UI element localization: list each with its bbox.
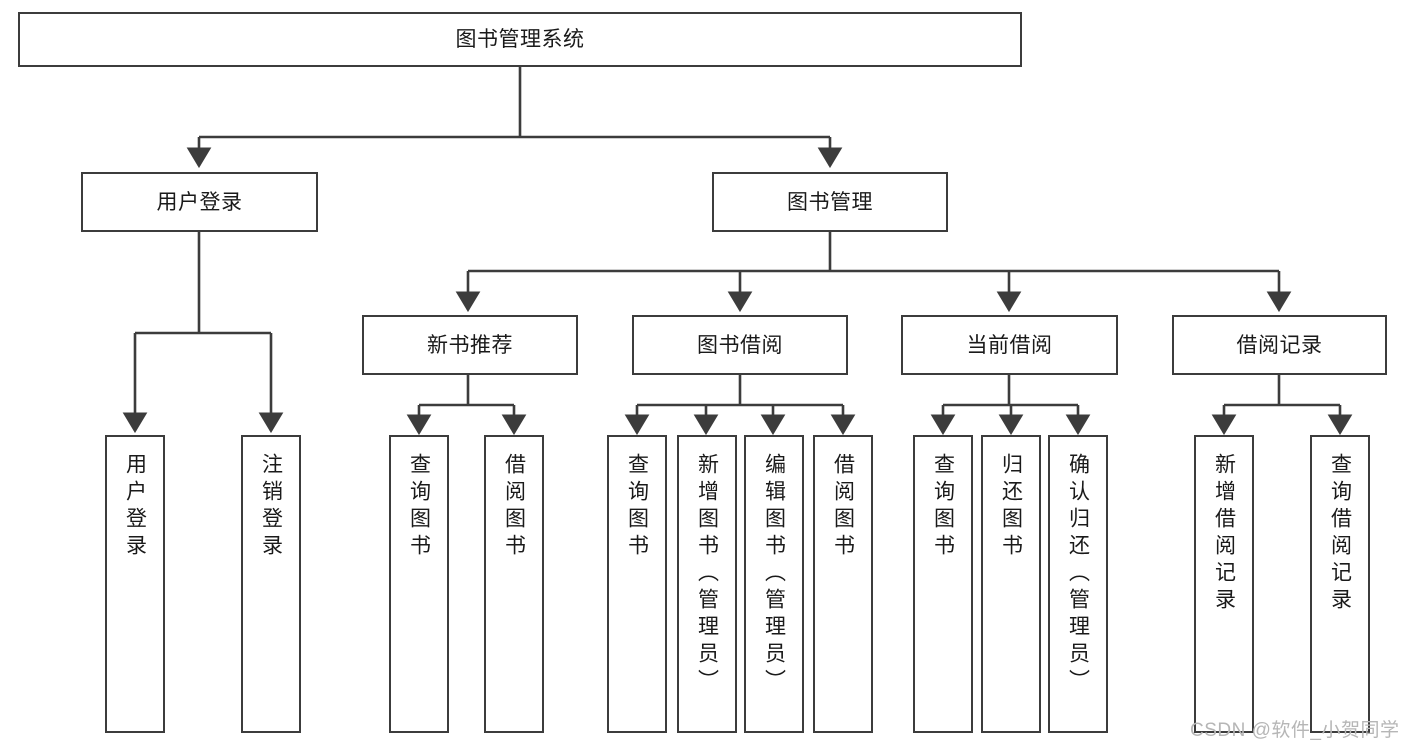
edges-root-to-level2 — [186, 67, 843, 169]
leaf-edit-book-admin[interactable]: 编辑图书（管理员） — [744, 435, 804, 733]
edges-userlogin-to-leaves — [122, 232, 284, 434]
leaf-borrow-book-newbooks-label: 借阅图书 — [502, 453, 526, 561]
node-root-label: 图书管理系统 — [455, 28, 585, 51]
leaf-query-book-borrow[interactable]: 查询图书 — [607, 435, 667, 733]
edges-newbooks-to-leaves — [406, 375, 527, 436]
leaf-query-borrow-record[interactable]: 查询借阅记录 — [1310, 435, 1370, 733]
node-book-management-label: 图书管理 — [787, 190, 873, 214]
leaf-user-login[interactable]: 用户登录 — [105, 435, 165, 733]
leaf-return-book[interactable]: 归还图书 — [981, 435, 1041, 733]
leaf-user-login-label: 用户登录 — [123, 453, 147, 561]
node-current-borrow[interactable]: 当前借阅 — [901, 315, 1118, 375]
leaf-add-book-admin-label: 新增图书（管理员） — [695, 453, 719, 696]
leaf-query-book-current[interactable]: 查询图书 — [913, 435, 973, 733]
node-user-login[interactable]: 用户登录 — [81, 172, 318, 232]
leaf-query-book-newbooks-label: 查询图书 — [407, 453, 431, 561]
edges-bookborrow-to-leaves — [624, 375, 856, 436]
edges-bookmgmt-to-level3 — [455, 232, 1292, 313]
node-book-management[interactable]: 图书管理 — [712, 172, 948, 232]
node-book-borrow-label: 图书借阅 — [697, 333, 783, 357]
leaf-add-borrow-record[interactable]: 新增借阅记录 — [1194, 435, 1254, 733]
leaf-borrow-book-newbooks[interactable]: 借阅图书 — [484, 435, 544, 733]
edges-borrowrecord-to-leaves — [1211, 375, 1353, 436]
leaf-return-book-label: 归还图书 — [999, 453, 1023, 561]
node-current-borrow-label: 当前借阅 — [966, 333, 1053, 357]
node-root[interactable]: 图书管理系统 — [18, 12, 1022, 67]
leaf-query-book-current-label: 查询图书 — [931, 453, 955, 561]
leaf-query-book-newbooks[interactable]: 查询图书 — [389, 435, 449, 733]
leaf-add-book-admin[interactable]: 新增图书（管理员） — [677, 435, 737, 733]
leaf-borrow-book-label: 借阅图书 — [831, 453, 855, 561]
node-borrow-record-label: 借阅记录 — [1236, 333, 1323, 357]
node-new-book-recommend-label: 新书推荐 — [427, 333, 513, 357]
edges-currentborrow-to-leaves — [930, 375, 1091, 436]
leaf-edit-book-admin-label: 编辑图书（管理员） — [762, 453, 786, 696]
node-borrow-record[interactable]: 借阅记录 — [1172, 315, 1387, 375]
leaf-confirm-return-admin[interactable]: 确认归还（管理员） — [1048, 435, 1108, 733]
leaf-query-book-borrow-label: 查询图书 — [625, 453, 649, 561]
leaf-borrow-book[interactable]: 借阅图书 — [813, 435, 873, 733]
node-user-login-label: 用户登录 — [156, 190, 243, 214]
node-book-borrow[interactable]: 图书借阅 — [632, 315, 848, 375]
leaf-confirm-return-admin-label: 确认归还（管理员） — [1066, 453, 1090, 696]
node-new-book-recommend[interactable]: 新书推荐 — [362, 315, 578, 375]
leaf-logout-label: 注销登录 — [259, 453, 283, 561]
leaf-query-borrow-record-label: 查询借阅记录 — [1328, 453, 1352, 615]
leaf-add-borrow-record-label: 新增借阅记录 — [1212, 453, 1236, 615]
leaf-logout[interactable]: 注销登录 — [241, 435, 301, 733]
